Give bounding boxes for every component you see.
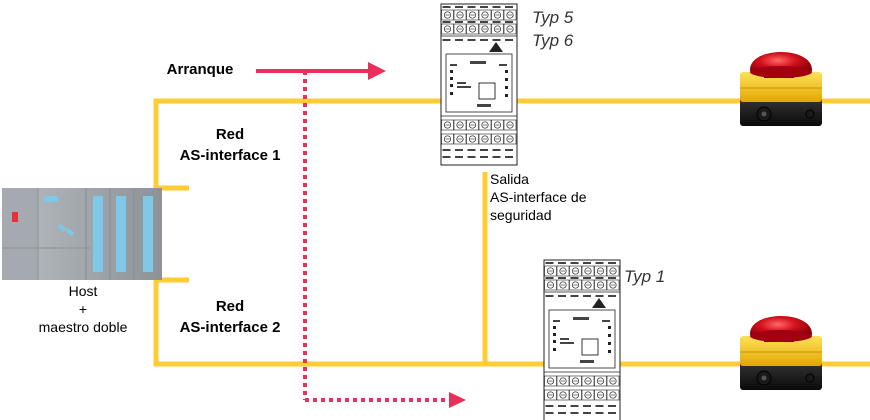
bus-line-network-2 [153, 277, 870, 367]
host-label: Host + maestro doble [18, 282, 148, 336]
safety-output-label: Salida AS-interface de seguridad [490, 170, 630, 224]
type-6-label: Typ 6 [532, 31, 574, 50]
network-2-label: Red AS-interface 2 [160, 296, 300, 338]
type-labels-top: Typ 5 Typ 6 [532, 6, 612, 52]
network-2-label-line1: Red [215, 298, 245, 315]
network-1-label-line1: Red [215, 126, 245, 143]
start-arrowhead [368, 62, 386, 80]
network-1-label: Red AS-interface 1 [160, 124, 300, 166]
start-signal [256, 62, 466, 408]
safety-monitor-module-icon-top [441, 4, 517, 165]
start-label: Arranque [166, 61, 234, 78]
emergency-stop-button-icon-bottom [739, 315, 823, 391]
safety-output-label-line3: seguridad [490, 207, 552, 223]
safety-output-label-line2: AS-interface de [490, 189, 587, 205]
safety-output-label-line1: Salida [490, 171, 529, 187]
type-5-label: Typ 5 [532, 8, 574, 27]
network-1-label-line2: AS-interface 1 [179, 147, 281, 164]
start-dotted-arrowhead [449, 392, 466, 408]
emergency-stop-button-icon-top [739, 51, 823, 127]
safety-monitor-module-icon-bottom [544, 260, 620, 420]
host-label-line3: maestro doble [38, 319, 128, 335]
network-2-label-line2: AS-interface 2 [179, 319, 281, 336]
type-1-label: Typ 1 [624, 267, 666, 286]
plc-host-icon [2, 188, 162, 280]
host-label-line1: Host [68, 283, 98, 299]
host-label-line2: + [78, 301, 88, 317]
